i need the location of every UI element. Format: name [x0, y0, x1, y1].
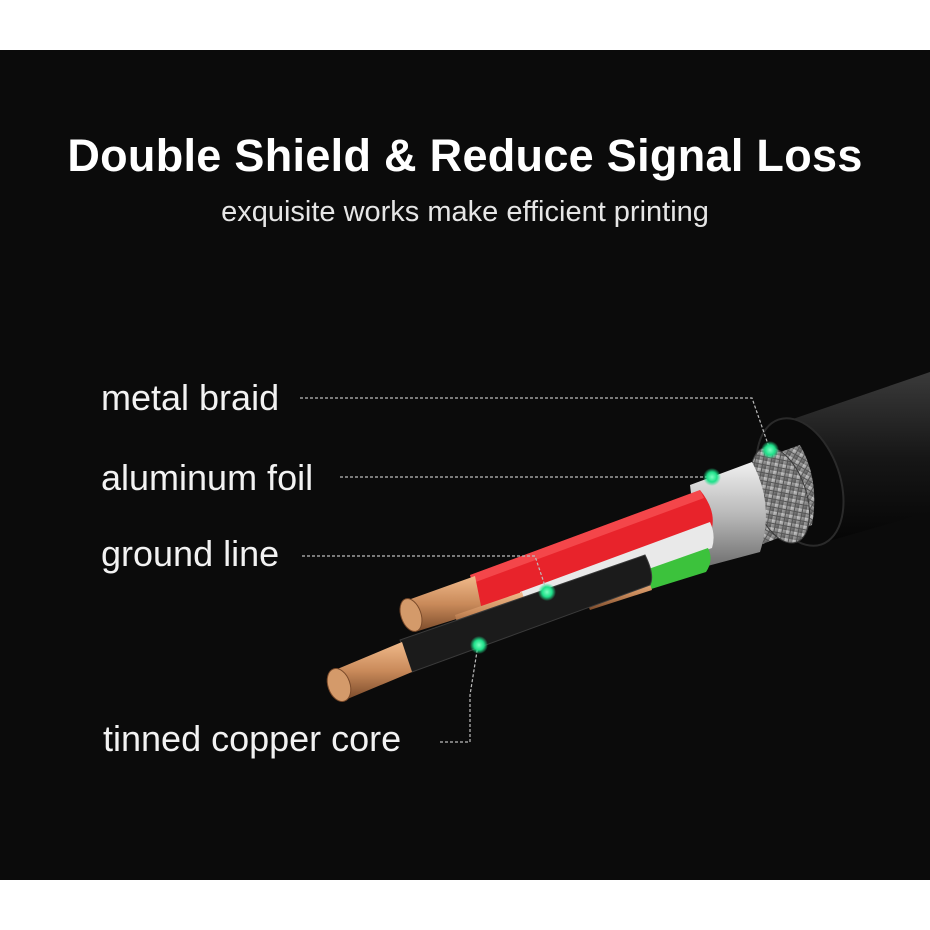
black-wire — [326, 554, 653, 702]
page-title: Double Shield & Reduce Signal Loss — [67, 130, 863, 181]
callout-metal-braid: metal braid — [101, 377, 280, 418]
callout-tinned-copper-core: tinned copper core — [103, 718, 402, 759]
red-wire — [399, 490, 713, 632]
callout-ground-line: ground line — [101, 533, 280, 574]
marker-dot-icon — [703, 468, 721, 486]
dark-panel: Double Shield & Reduce Signal Loss exqui… — [0, 50, 930, 880]
marker-dot-icon — [470, 636, 488, 654]
callout-aluminum-foil: aluminum foil — [101, 457, 314, 498]
green-wire — [640, 548, 711, 590]
usb-cable-cross-section-icon — [300, 372, 930, 743]
marker-dot-icon — [538, 583, 556, 601]
page-subtitle: exquisite works make efficient printing — [221, 196, 709, 228]
leader-lines — [300, 397, 771, 743]
callout-markers — [470, 441, 779, 654]
marker-dot-icon — [761, 441, 779, 459]
